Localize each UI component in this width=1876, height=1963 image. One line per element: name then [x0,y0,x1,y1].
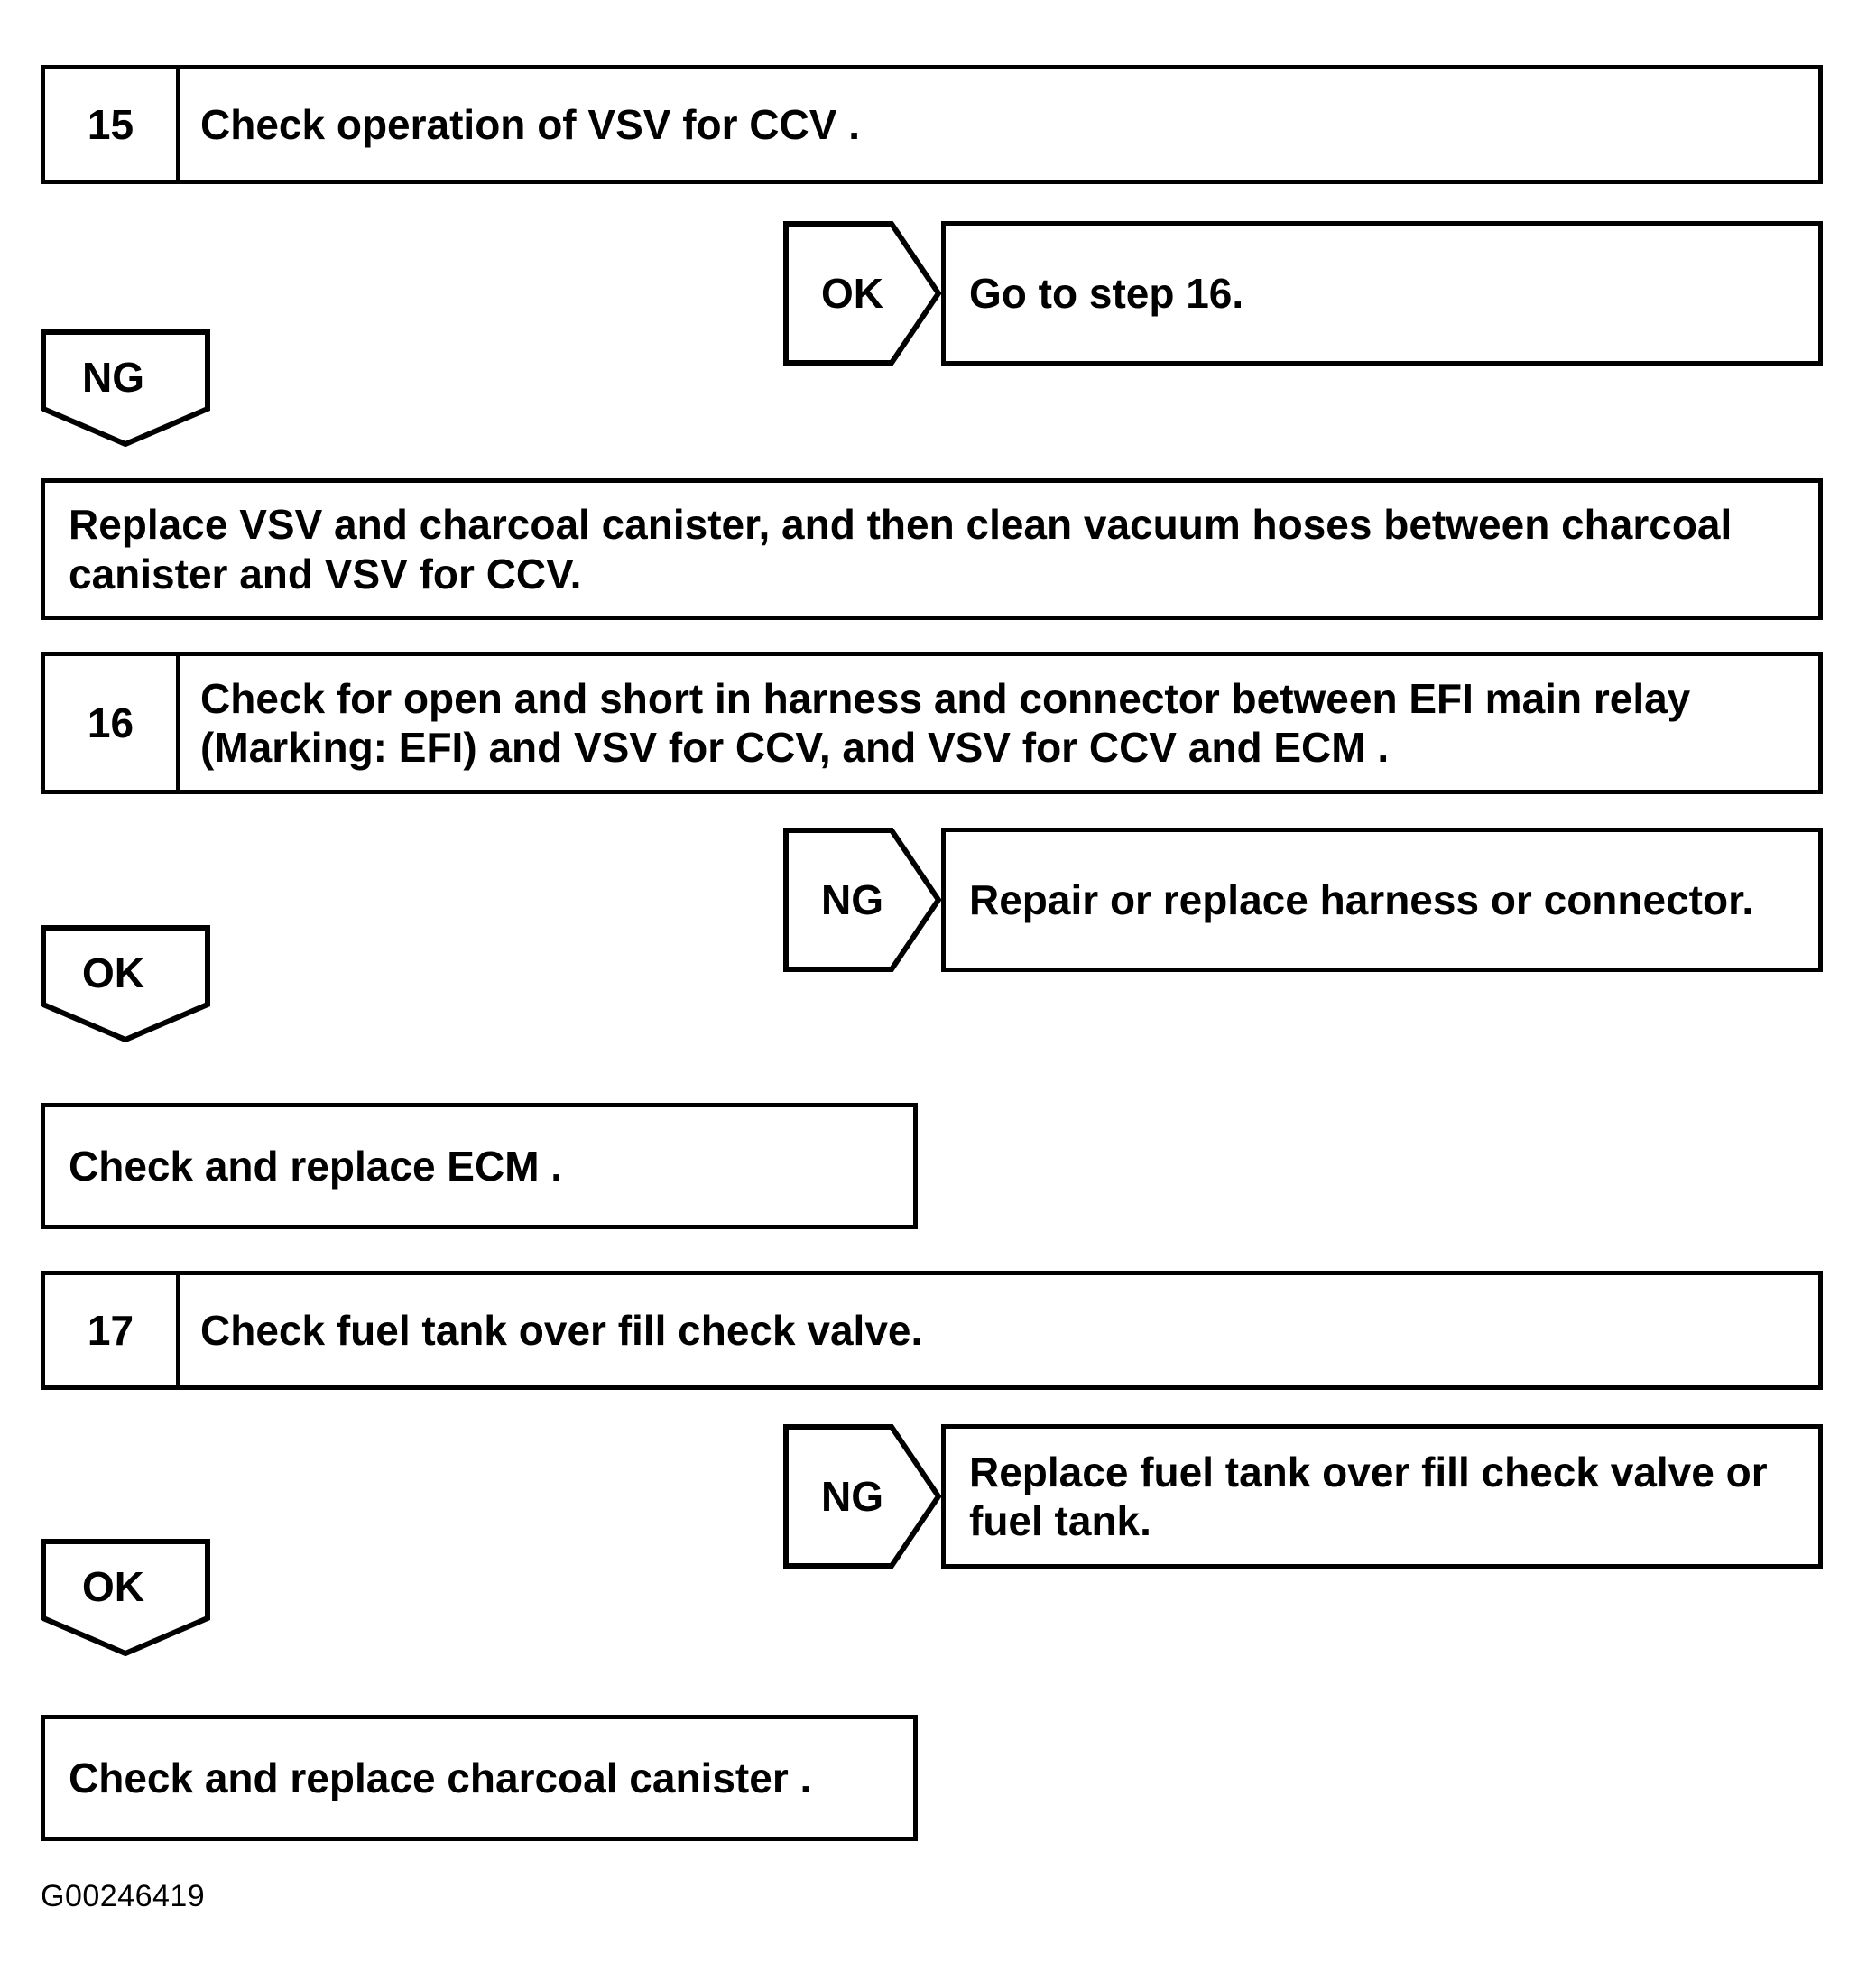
result-text-step17-ng: Replace fuel tank over fill check valve … [969,1448,1768,1544]
branch-arrow-step15-ng[interactable]: NG [41,329,210,447]
result-box-step16-ng[interactable]: Repair or replace harness or connector. [941,828,1823,972]
step-text-17: Check fuel tank over fill check valve. [200,1306,923,1354]
arrow-down-shape-ng [41,329,210,447]
step-text-15: Check operation of VSV for CCV . [200,100,860,148]
arrow-right-shape-ng-17 [783,1424,979,1569]
step-text-16: Check for open and short in harness and … [200,674,1691,771]
branch-label-step16-ok: OK [82,949,144,996]
result-text-step15-ng: Replace VSV and charcoal canister, and t… [69,501,1733,597]
result-box-step17-ok[interactable]: Check and replace charcoal canister . [41,1715,918,1841]
arrow-right-shape-ng-16 [783,828,979,972]
step-number-17: 17 [45,1275,180,1385]
step-box-17[interactable]: 17 Check fuel tank over fill check valve… [41,1271,1823,1390]
result-text-step17-ok: Check and replace charcoal canister . [69,1754,812,1801]
branch-label-step15-ng: NG [82,354,144,401]
step-box-15[interactable]: 15 Check operation of VSV for CCV . [41,65,1823,184]
branch-arrow-step17-ok[interactable]: OK [41,1539,210,1656]
result-text-step16-ng: Repair or replace harness or connector. [969,875,1754,923]
branch-label-step17-ok: OK [82,1563,144,1610]
arrow-down-shape-ok-16 [41,925,210,1042]
branch-label-step17-ng: NG [821,1473,883,1520]
result-text-step15-ok: Go to step 16. [969,269,1244,317]
result-text-step16-ok: Check and replace ECM . [69,1142,563,1190]
arrow-right-shape-ok [783,221,979,366]
result-box-step16-ok[interactable]: Check and replace ECM . [41,1103,918,1229]
result-box-step15-ng[interactable]: Replace VSV and charcoal canister, and t… [41,478,1823,620]
result-box-step15-ok[interactable]: Go to step 16. [941,221,1823,366]
result-box-step17-ng[interactable]: Replace fuel tank over fill check valve … [941,1424,1823,1569]
arrow-down-shape-ok-17 [41,1539,210,1656]
branch-label-step15-ok: OK [821,270,883,317]
step-box-16[interactable]: 16 Check for open and short in harness a… [41,652,1823,794]
step-number-16: 16 [45,656,180,790]
step-number-15: 15 [45,69,180,180]
branch-arrow-step16-ok[interactable]: OK [41,925,210,1042]
footer-code: G00246419 [41,1879,206,1913]
branch-label-step16-ng: NG [821,876,883,923]
